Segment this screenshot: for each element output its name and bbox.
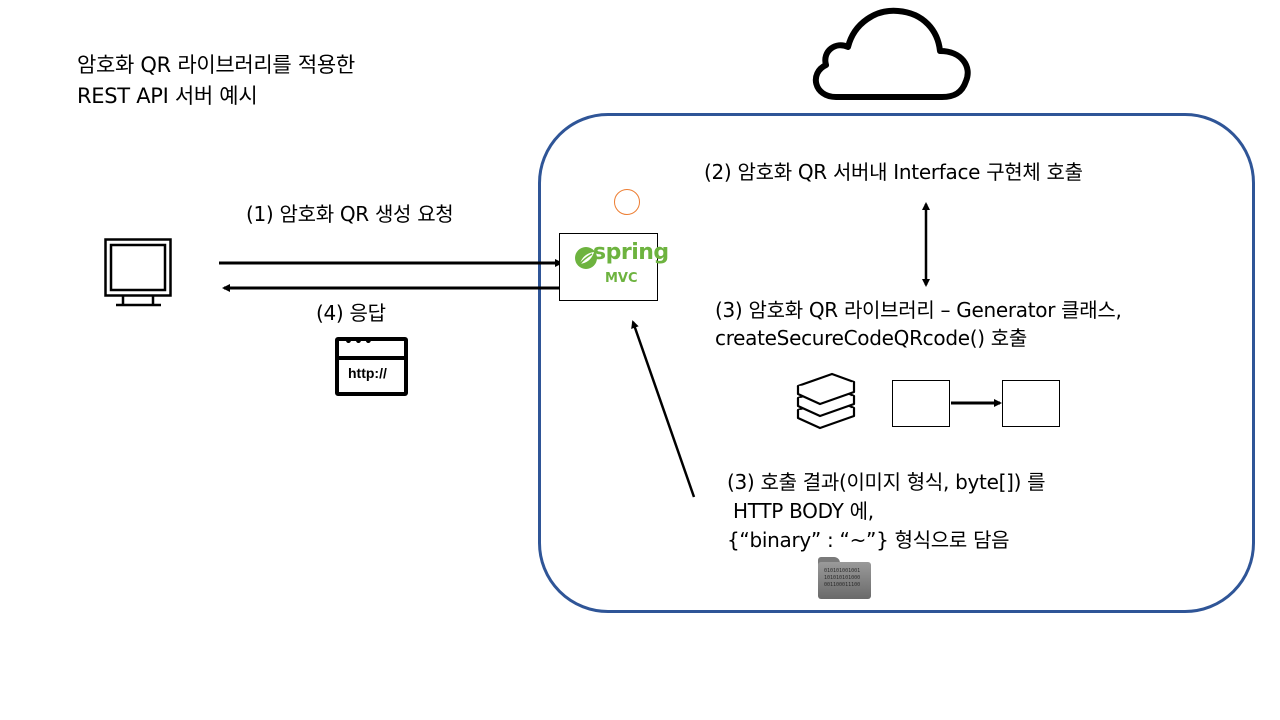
- server-boundary: [538, 113, 1255, 613]
- browser-dots: •••: [344, 334, 374, 350]
- binary-line: 001100011100: [824, 582, 861, 588]
- binary-folder-icon: 010101001001 101010101000 001100011100: [818, 557, 871, 599]
- spring-mvc-box: spring MVC: [559, 233, 669, 301]
- diagram-title-line1: 암호화 QR 라이브러리를 적용한: [77, 53, 355, 77]
- step3-result-line3: {“binary” : “~”} 형식으로 담음: [727, 528, 1010, 552]
- binary-line: 101010101000: [824, 575, 861, 581]
- step3-result-line1: (3) 호출 결과(이미지 형식, byte[]) 를: [727, 470, 1046, 494]
- response-label: (4) 응답: [316, 301, 386, 325]
- library-output-box: [1002, 380, 1060, 427]
- binary-line: 010101001001: [824, 568, 861, 574]
- http-text: http://: [348, 365, 387, 381]
- browser-http-icon: ••• http://: [335, 334, 408, 396]
- spring-leaf-icon: [575, 247, 597, 269]
- browser-title-bar: •••: [339, 334, 404, 360]
- diagram-title-line2: REST API 서버 예시: [77, 84, 258, 108]
- step3-call-line1: (3) 암호화 QR 라이브러리 – Generator 클래스,: [715, 298, 1122, 322]
- library-class-box: [892, 380, 950, 427]
- spring-mvc-text: MVC: [605, 271, 638, 286]
- step3-call-line2: createSecureCodeQRcode() 호출: [715, 326, 1027, 350]
- result-return-arrow: [631, 320, 696, 498]
- request-label: (1) 암호화 QR 생성 요청: [246, 202, 454, 226]
- cloud-icon: [812, 7, 971, 100]
- monitor-icon: [104, 238, 172, 307]
- books-icon: [796, 372, 856, 430]
- marker-circle: [614, 189, 640, 215]
- step3-result-line2: HTTP BODY 에,: [727, 499, 874, 523]
- spring-logo-text: spring: [593, 240, 669, 265]
- step2-label: (2) 암호화 QR 서버내 Interface 구현체 호출: [704, 160, 1083, 184]
